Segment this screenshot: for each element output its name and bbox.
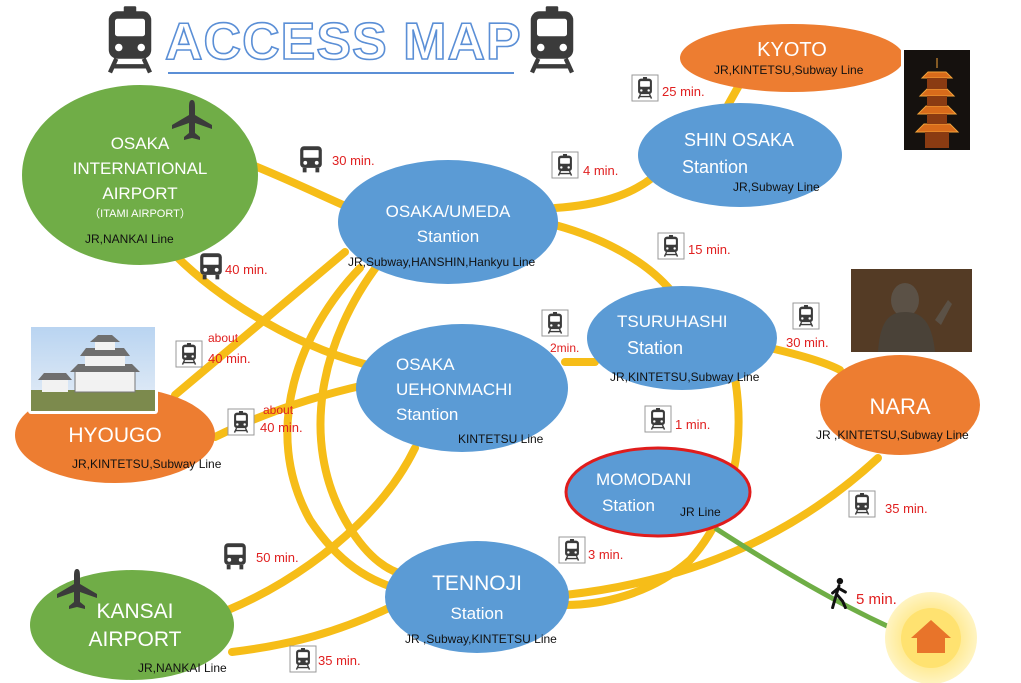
momodani-name-2: Station — [602, 496, 655, 515]
time-nara-tennoji: 35 min. — [885, 501, 928, 516]
kyoto-name: KYOTO — [757, 39, 827, 61]
route-umeda-tennoji-inner — [316, 258, 409, 579]
tsuruhashi-name-1: TSURUHASHI — [617, 312, 728, 331]
route-kansai-tennoji — [228, 601, 399, 656]
shin-osaka-name-2: Stantion — [681, 157, 749, 177]
time-itami-umeda: 30 min. — [332, 153, 375, 168]
time-walk-home: 5 min. — [856, 591, 897, 608]
nara-buddha-photo — [848, 266, 975, 355]
node-kansai-airport[interactable] — [30, 570, 234, 680]
time-momodani-tennoji: 3 min. — [588, 547, 624, 562]
hyougo-lines: JR,KINTETSU,Subway Line — [72, 457, 222, 471]
bus-icon — [224, 543, 246, 570]
node-momodani[interactable] — [564, 446, 752, 538]
itami-name-1: OSAKA — [110, 134, 170, 153]
hyougo-castle-photo — [28, 324, 158, 414]
kansai-lines: JR,NANKAI Line — [138, 661, 227, 675]
nara-name: NARA — [869, 394, 931, 419]
node-osaka-umeda[interactable] — [338, 160, 558, 284]
train-badges — [175, 74, 876, 673]
time-kansai-tennoji: 35 min. — [318, 653, 361, 668]
kansai-name-1: KANSAI — [96, 600, 174, 623]
itami-lines: JR,NANKAI Line — [85, 232, 174, 246]
node-nara[interactable] — [820, 355, 980, 455]
itami-name-3: AIRPORT — [102, 184, 178, 203]
time-umeda-tsuruhashi: 15 min. — [688, 242, 731, 257]
time-shin-osaka-kyoto: 25 min. — [662, 84, 705, 99]
tsuruhashi-name-2: Station — [626, 338, 684, 358]
bus-icon — [200, 253, 222, 280]
route-loop-tsuruhashi-tennoji — [561, 374, 743, 609]
time-tsuruhashi-momodani: 1 min. — [675, 417, 711, 432]
time-hyougo-uehonmachi-1: about — [263, 403, 294, 417]
route-loop-umeda-tennoji — [283, 264, 399, 592]
route-kansai-uehonmachi — [224, 444, 419, 614]
kyoto-pagoda-photo — [901, 47, 973, 153]
node-kyoto[interactable] — [680, 24, 904, 92]
route-tsuruhashi-nara — [766, 344, 844, 374]
momodani-name-1: MOMODANI — [596, 470, 692, 489]
umeda-name-1: OSAKA/UMEDA — [385, 202, 511, 221]
title-underline — [168, 72, 514, 74]
uehonmachi-lines: KINTETSU Line — [458, 432, 544, 446]
shin-osaka-lines: JR,Subway Line — [733, 180, 820, 194]
time-hyougo-umeda-1: about — [208, 331, 239, 345]
route-lines — [171, 76, 882, 656]
hyougo-name: HYOUGO — [68, 424, 162, 447]
itami-name-2: INTERNATIONAL — [72, 159, 208, 178]
umeda-name-2: Stantion — [416, 227, 480, 246]
route-umeda-shin-osaka — [551, 174, 656, 212]
route-umeda-tsuruhashi — [551, 221, 676, 296]
node-osaka-uehonmachi[interactable] — [356, 324, 568, 452]
route-hyougo-umeda — [171, 248, 349, 399]
train-icon — [109, 6, 152, 72]
train-icon — [531, 6, 574, 72]
time-hyougo-uehonmachi-2: 40 min. — [260, 420, 303, 435]
time-kansai-uehonmachi: 50 min. — [256, 550, 299, 565]
time-uehonmachi-tsuruhashi: 2min. — [550, 341, 580, 355]
tsuruhashi-lines: JR,KINTETSU,Subway Line — [610, 370, 760, 384]
nara-lines: JR ,KINTETSU,Subway Line — [816, 428, 969, 442]
momodani-lines: JR Line — [680, 505, 721, 519]
time-tsuruhashi-nara: 30 min. — [786, 335, 829, 350]
shin-osaka-name-1: SHIN OSAKA — [683, 130, 795, 150]
node-tsuruhashi[interactable] — [587, 286, 777, 390]
home-icon — [911, 620, 951, 653]
tennoji-name-2: Station — [450, 604, 504, 623]
tennoji-lines: JR ,Subway,KINTETSU Line — [405, 632, 557, 646]
walk-route-momodani-home — [713, 525, 902, 635]
uehonmachi-name-1: OSAKA — [396, 355, 455, 374]
umeda-lines: JR,Subway,HANSHIN,Hankyu Line — [348, 255, 536, 269]
page-title: ACCESS MAP — [164, 12, 522, 72]
home-marker[interactable] — [885, 592, 977, 683]
time-itami-uehonmachi: 40 min. — [225, 262, 268, 277]
kansai-name-2: AIRPORT — [88, 628, 182, 651]
kyoto-lines: JR,KINTETSU,Subway Line — [714, 63, 864, 77]
uehonmachi-name-3: Stantion — [396, 405, 459, 424]
node-shin-osaka[interactable] — [638, 103, 842, 207]
itami-sub: （ITAMI AIRPORT） — [89, 208, 191, 220]
bus-icon — [300, 146, 322, 173]
uehonmachi-name-2: UEHONMACHI — [396, 380, 513, 399]
node-tennoji[interactable] — [385, 541, 569, 653]
node-itami-airport[interactable] — [22, 85, 258, 265]
tennoji-name-1: TENNOJI — [432, 572, 522, 595]
time-umeda-shin-osaka: 4 min. — [583, 163, 619, 178]
time-hyougo-umeda-2: 40 min. — [208, 351, 251, 366]
